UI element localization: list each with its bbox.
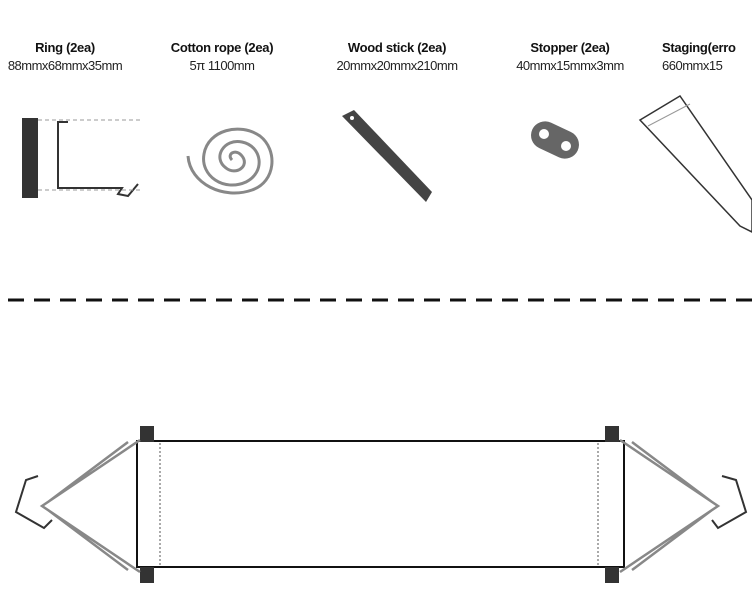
part-dimensions: 88mmx68mmx35mm bbox=[7, 58, 123, 73]
wood-stick-illustration bbox=[342, 110, 432, 202]
staging-illustration bbox=[638, 94, 752, 233]
part-wood-stick: Wood stick (2ea) 20mmx20mmx210mm bbox=[322, 40, 472, 73]
ring-illustration bbox=[22, 118, 142, 198]
part-dimensions: 40mmx15mmx3mm bbox=[516, 58, 624, 73]
part-name: Cotton rope (2ea) bbox=[170, 40, 274, 55]
part-dimensions: 5π 1100mm bbox=[189, 58, 255, 73]
part-name: Staging(erro bbox=[662, 40, 736, 55]
part-staging: Staging(erro 660mmx15 bbox=[662, 40, 752, 73]
part-cotton-rope: Cotton rope (2ea) 5π 1100mm bbox=[147, 40, 297, 73]
part-name: Ring (2ea) bbox=[35, 40, 95, 55]
cotton-rope-illustration bbox=[186, 127, 274, 195]
part-dimensions: 660mmx15 bbox=[662, 58, 723, 73]
part-ring: Ring (2ea) 88mmx68mmx35mm bbox=[0, 40, 140, 73]
part-name: Wood stick (2ea) bbox=[347, 40, 447, 55]
assembled-hammock-illustration bbox=[14, 426, 748, 583]
part-name: Stopper (2ea) bbox=[530, 40, 610, 55]
part-dimensions: 20mmx20mmx210mm bbox=[336, 58, 458, 73]
part-stopper: Stopper (2ea) 40mmx15mmx3mm bbox=[495, 40, 645, 73]
stopper-illustration bbox=[531, 121, 579, 159]
